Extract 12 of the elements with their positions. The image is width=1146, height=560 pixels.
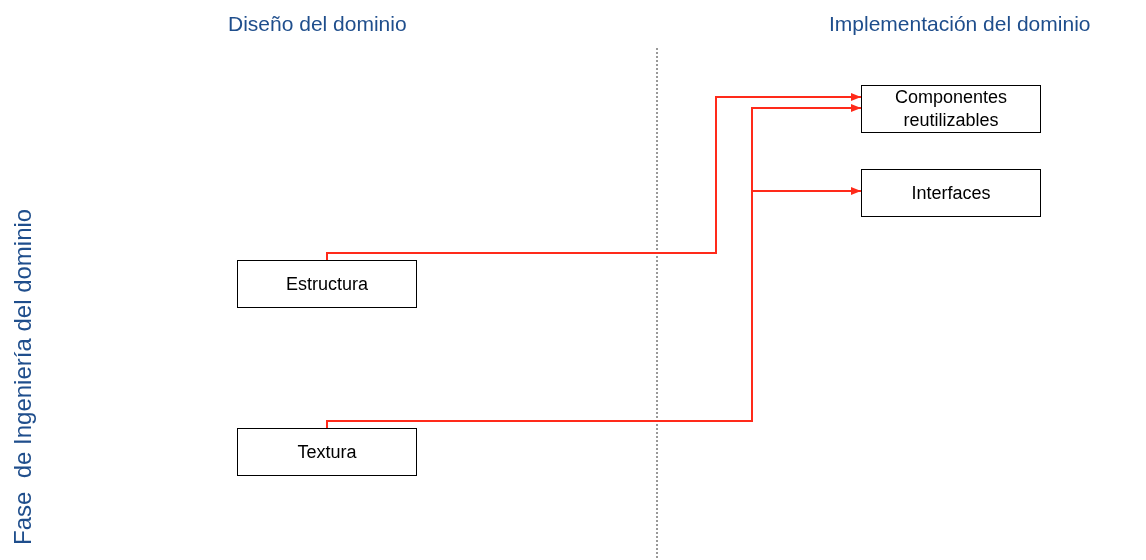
box-label: Estructura bbox=[286, 272, 368, 296]
process-box bbox=[861, 85, 1041, 133]
process-box bbox=[861, 169, 1041, 217]
box-label: Textura bbox=[297, 440, 357, 464]
arrow bbox=[326, 93, 862, 261]
box-label: Interfaces bbox=[911, 181, 991, 205]
process-box bbox=[237, 428, 417, 476]
process-box bbox=[237, 260, 417, 308]
column-heading: Diseño del dominio bbox=[228, 11, 407, 37]
axis-label: Fase de Ingeniería del dominio bbox=[8, 208, 37, 545]
column-heading: Implementación del dominio bbox=[829, 11, 1091, 37]
box-label: Componentes reutilizables bbox=[893, 86, 1009, 132]
